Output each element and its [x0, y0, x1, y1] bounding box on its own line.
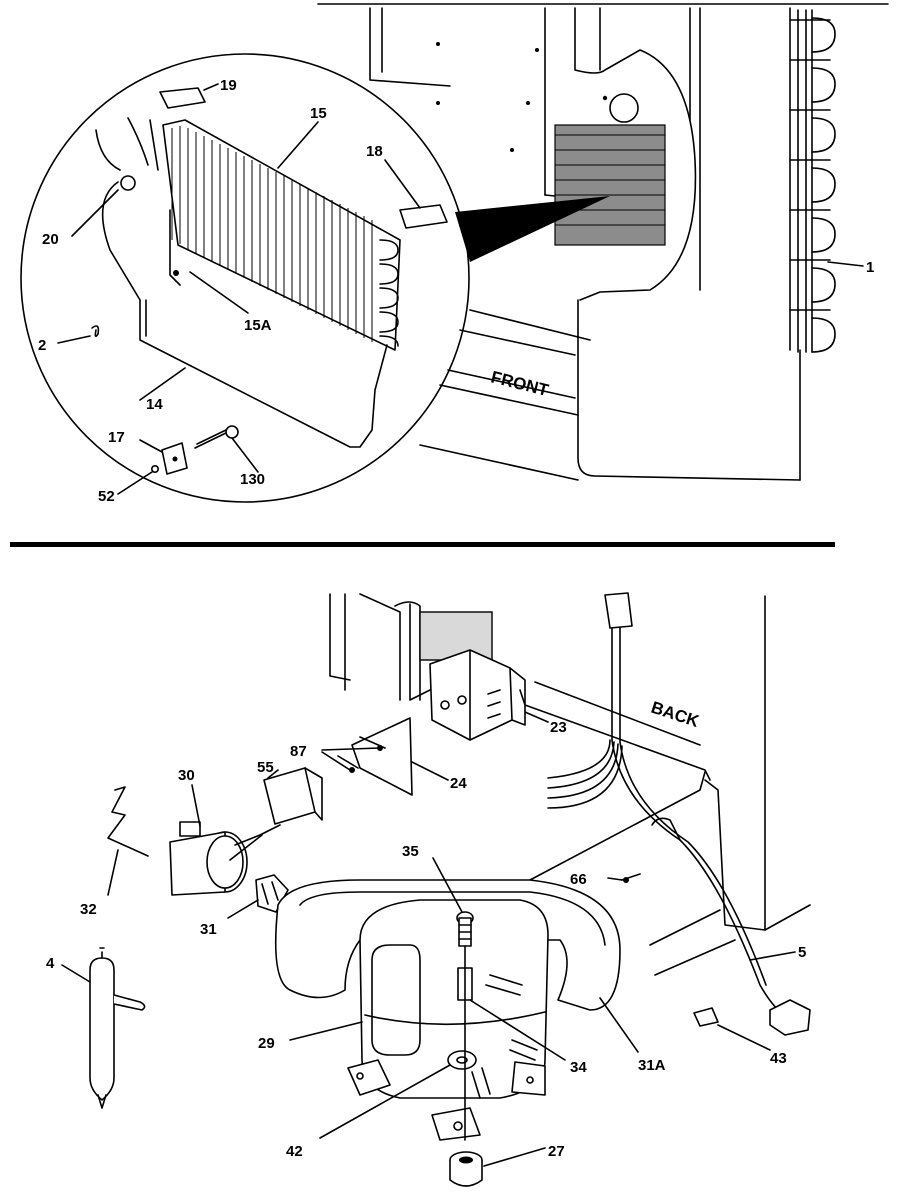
callout-52: 52	[98, 488, 115, 505]
callout-30: 30	[178, 767, 195, 784]
foot-27	[449, 1151, 483, 1187]
relay-55	[263, 767, 323, 825]
condenser-coil	[789, 9, 836, 353]
stud-35	[456, 911, 474, 947]
callout-20: 20	[42, 231, 59, 248]
callout-31: 31	[200, 921, 217, 938]
drier-4	[89, 947, 146, 1109]
wire-bundle	[547, 592, 799, 1021]
callout-24: 24	[450, 775, 467, 792]
callout-4: 4	[46, 955, 55, 972]
callout-18: 18	[366, 143, 383, 160]
callout-2: 2	[38, 337, 46, 354]
callout-27: 27	[548, 1143, 565, 1160]
section-divider	[10, 542, 835, 547]
callout-29: 29	[258, 1035, 275, 1052]
callout-34: 34	[570, 1059, 587, 1076]
front-stamp: FRONT	[489, 367, 551, 400]
clip-43	[693, 1007, 719, 1027]
bracket-24	[351, 717, 413, 796]
cabinet-front	[369, 7, 801, 481]
callout-17: 17	[108, 429, 125, 446]
callout-32: 32	[80, 901, 97, 918]
power-plug-5	[769, 999, 811, 1036]
cabinet-back	[329, 593, 811, 931]
callout-87: 87	[290, 743, 307, 760]
washer-52	[151, 464, 160, 473]
callout-35: 35	[402, 843, 419, 860]
callout-5: 5	[798, 944, 806, 961]
callout-42: 42	[286, 1143, 303, 1160]
callout-43: 43	[770, 1050, 787, 1067]
relay-30	[169, 821, 281, 896]
drain-tube	[139, 299, 388, 448]
top-section: FRONT	[20, 3, 889, 505]
callout-14: 14	[146, 396, 163, 413]
compressor-29	[347, 899, 549, 1141]
callout-1: 1	[866, 259, 874, 276]
callout-31a: 31A	[638, 1057, 666, 1074]
defrost-timer-23	[429, 649, 526, 741]
bottom-section: BACK	[46, 592, 811, 1187]
detail-circle	[20, 53, 470, 503]
bracket-32	[107, 786, 149, 857]
callout-66: 66	[570, 871, 587, 888]
top-leaders	[57, 83, 864, 495]
back-stamp: BACK	[649, 698, 702, 731]
callout-55: 55	[257, 759, 274, 776]
callout-15a: 15A	[244, 317, 272, 334]
callout-23: 23	[550, 719, 567, 736]
bottom-leaders	[61, 711, 796, 1167]
evaporator	[162, 119, 401, 351]
pad-18	[399, 204, 448, 229]
wire-20	[101, 181, 141, 301]
clip-2	[91, 325, 100, 338]
grommet-42	[447, 1050, 477, 1070]
screw-130	[194, 429, 229, 449]
callout-15: 15	[310, 105, 327, 122]
callout-19: 19	[220, 77, 237, 94]
callout-130: 130	[240, 471, 265, 488]
pad-19	[159, 87, 206, 109]
